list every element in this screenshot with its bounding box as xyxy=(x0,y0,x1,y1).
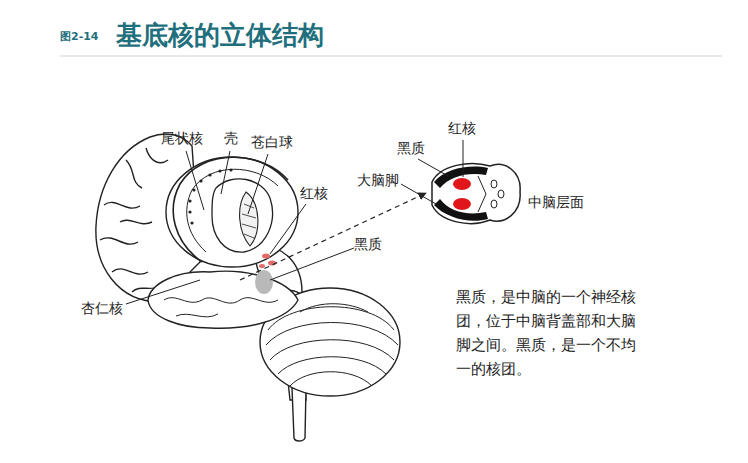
leader-lines xyxy=(186,151,204,210)
leader-lines xyxy=(248,154,268,214)
caudate-dots xyxy=(190,221,193,224)
leader-lines xyxy=(270,248,354,280)
caudate-dots xyxy=(208,173,211,176)
caudate-nucleus xyxy=(173,157,288,262)
caudate-nucleus xyxy=(173,157,288,262)
globus-pallidus xyxy=(242,204,256,238)
temporal-lobe xyxy=(148,271,298,328)
part-label: 壳 xyxy=(224,130,238,147)
putamen xyxy=(212,179,272,252)
part-label: 大脑脚 xyxy=(357,172,399,189)
leader-lines xyxy=(221,151,230,194)
part-label: 苍白球 xyxy=(251,134,293,151)
temporal-lobe xyxy=(164,298,278,317)
leader-lines xyxy=(270,204,306,254)
leader-lines xyxy=(126,140,463,304)
part-label: 中脑层面 xyxy=(528,194,584,211)
midbrain-section xyxy=(432,164,520,224)
part-label: 尾状核 xyxy=(161,130,203,147)
caudate-dots xyxy=(192,188,195,191)
description-text: 黑质，是中脑的一个神经核团，位于中脑背盖部和大脑脚之间。黑质，是一个不均一的核团… xyxy=(456,285,642,381)
part-label: 黑质 xyxy=(354,236,382,253)
caudate-dots xyxy=(218,169,221,172)
title-rule xyxy=(60,56,722,57)
midbrain-section xyxy=(453,178,471,190)
part-label: 黑质 xyxy=(397,140,425,157)
caudate-dots xyxy=(229,168,232,171)
basal-ganglia-shell xyxy=(166,157,298,267)
spinal-cord xyxy=(292,388,306,441)
midbrain-section xyxy=(434,199,488,221)
midbrain-section xyxy=(478,176,486,212)
midbrain-section xyxy=(491,180,497,188)
section-arrow xyxy=(240,193,426,280)
putamen xyxy=(212,179,272,252)
caudate-nucleus xyxy=(187,169,278,252)
caudate-dots xyxy=(199,179,202,182)
leader-lines xyxy=(401,184,436,204)
diagram-title: 基底核的立体结构 xyxy=(116,20,324,51)
caudate-dots xyxy=(188,210,191,213)
cerebrum xyxy=(100,148,168,292)
globus-pallidus xyxy=(240,192,258,246)
substantia-nigra-3d xyxy=(255,270,273,294)
midbrain-section xyxy=(432,164,520,224)
leader-lines xyxy=(126,280,200,304)
spinal-cord xyxy=(292,388,306,441)
midbrain-section xyxy=(453,198,471,210)
red-nucleus-3d xyxy=(259,254,276,269)
midbrain-section xyxy=(491,200,497,208)
caudate-dots xyxy=(188,199,191,202)
temporal-lobe xyxy=(148,271,298,328)
red-nucleus-3d xyxy=(259,264,265,268)
leader-lines xyxy=(418,159,448,176)
red-nucleus-3d xyxy=(268,261,276,266)
red-nucleus-3d xyxy=(262,254,270,259)
leader-lines xyxy=(463,140,464,177)
midbrain-section xyxy=(498,190,504,198)
figure-number: 图2-14 xyxy=(60,30,99,43)
substantia-nigra-3d xyxy=(255,270,273,294)
part-label: 杏仁核 xyxy=(81,300,123,317)
part-label: 红核 xyxy=(300,185,328,202)
globus-pallidus xyxy=(240,192,258,246)
part-label: 红核 xyxy=(448,120,476,137)
basal-ganglia-shell xyxy=(166,157,298,267)
cerebellum xyxy=(266,304,398,386)
section-arrow xyxy=(240,193,426,280)
title-rule xyxy=(60,56,722,57)
